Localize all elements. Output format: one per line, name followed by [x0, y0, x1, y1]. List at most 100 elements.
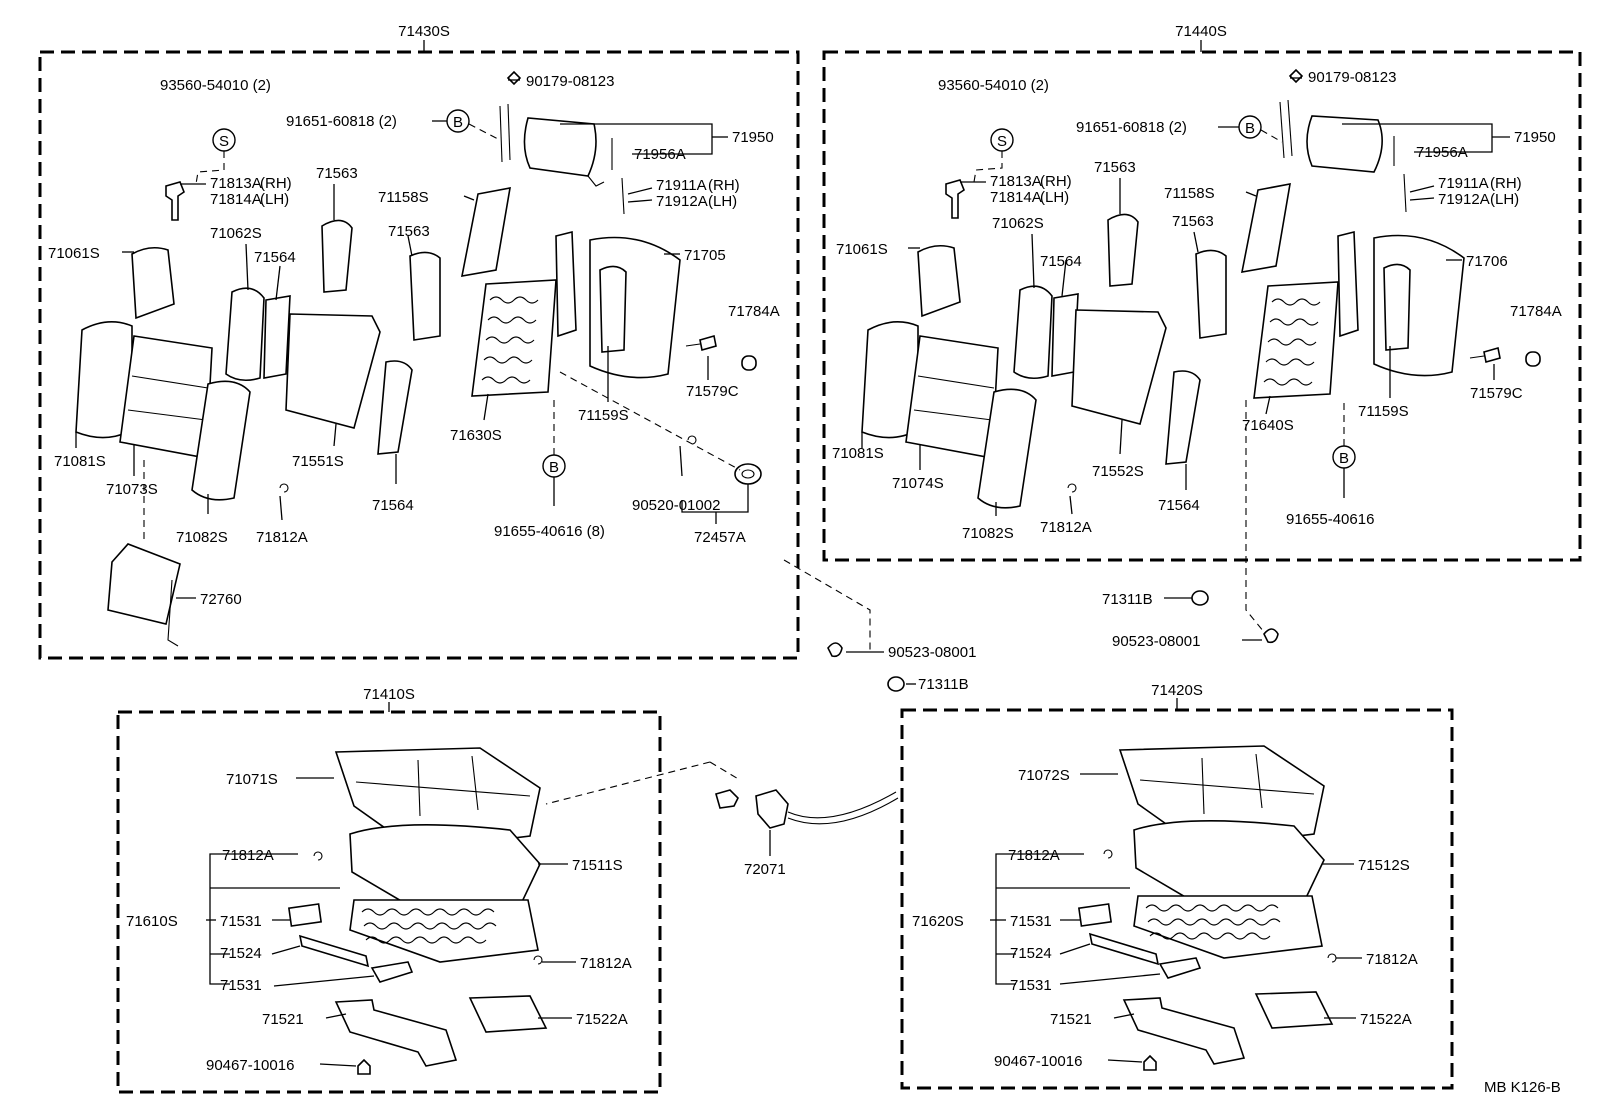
part-71522A [468, 995, 548, 1033]
part-71531-b [370, 961, 414, 983]
part-71521 [334, 999, 458, 1067]
part-90523-l [827, 642, 843, 658]
part-71074S-r [905, 335, 999, 459]
group-71420S-label: 71420S [1151, 682, 1203, 699]
s-marker-text-r: S [997, 133, 1007, 150]
label-71912A-r: 71912A [1438, 191, 1490, 208]
label-71912A-lh-r: (LH) [1490, 191, 1519, 208]
part-90523-r [1263, 628, 1279, 644]
part-71551S [285, 313, 381, 429]
label-71564-b-r: 71564 [1158, 497, 1200, 514]
label-71081S: 71081S [54, 453, 106, 470]
label-72071: 72071 [744, 861, 786, 878]
label-71812A-b: 71812A [580, 955, 632, 972]
diagram-code: MB K126-B [1484, 1079, 1561, 1096]
part-71812A-a [313, 851, 323, 861]
label-90467-10016: 90467-10016 [206, 1057, 294, 1074]
label-71564-a: 71564 [254, 249, 296, 266]
label-71814A: 71814A [210, 191, 262, 208]
label-71082S: 71082S [176, 529, 228, 546]
label-90520-01002: 90520-01002 [632, 497, 720, 514]
label-71061S-r: 71061S [836, 241, 888, 258]
label-71950-r: 71950 [1514, 129, 1556, 146]
label-71073S: 71073S [106, 481, 158, 498]
part-71061S-r [917, 244, 961, 318]
part-71531-a-r [1077, 903, 1113, 927]
label-71062S-r: 71062S [992, 215, 1044, 232]
label-71814A-lh: (LH) [260, 191, 289, 208]
label-71072S: 71072S [1018, 767, 1070, 784]
part-71311B-l [887, 676, 905, 692]
part-71563-b [409, 251, 441, 341]
label-71956A: 71956A [634, 146, 686, 163]
middle-fasteners: 71311B 90523-08001 90523-08001 71311B 72… [545, 559, 1279, 878]
part-71564-b-r [1165, 370, 1201, 465]
part-71082S-r [977, 388, 1037, 509]
label-71812A-b-r: 71812A [1366, 951, 1418, 968]
b-marker-1-text: B [453, 114, 463, 131]
label-71563-b-r: 71563 [1172, 213, 1214, 230]
group-71430S-box [38, 50, 800, 660]
label-71564-a-r: 71564 [1040, 253, 1082, 270]
part-71784A-r [1525, 351, 1541, 367]
label-71814A-r: 71814A [990, 189, 1042, 206]
part-71521-r [1122, 997, 1246, 1065]
b-marker-2-r-text: B [1339, 450, 1349, 467]
label-71311B-l: 71311B [918, 676, 969, 693]
part-72760 [107, 543, 181, 625]
part-71311B-r [1191, 590, 1209, 606]
part-71620S-frame [1133, 895, 1323, 959]
label-71579C: 71579C [686, 383, 739, 400]
label-71531-b-r: 71531 [1010, 977, 1052, 994]
label-91651-60818: 91651-60818 (2) [286, 113, 397, 130]
part-71812A-a-r [1103, 849, 1113, 859]
label-91655-40616: 91655-40616 (8) [494, 523, 605, 540]
group-71430S-label: 71430S [398, 23, 450, 40]
label-71522A: 71522A [576, 1011, 628, 1028]
b-marker-1-r-text: B [1245, 120, 1255, 137]
group-71410S-label: 71410S [363, 686, 415, 703]
label-91651-60818-r: 91651-60818 (2) [1076, 119, 1187, 136]
label-71062S: 71062S [210, 225, 262, 242]
part-71512S [1133, 820, 1325, 909]
label-71813A-rh-r: (RH) [1040, 173, 1072, 190]
part-72457A [734, 463, 762, 485]
label-71911A-rh-r: (RH) [1490, 175, 1522, 192]
label-71911A-rh: (RH) [708, 177, 740, 194]
part-71579C [699, 334, 717, 352]
label-71522A-r: 71522A [1360, 1011, 1412, 1028]
label-71812A-a-r: 71812A [1008, 847, 1060, 864]
upper-right-assembly: S B B [832, 68, 1562, 633]
part-71812A-b-r [1327, 953, 1337, 963]
label-71061S: 71061S [48, 245, 100, 262]
label-71524-r: 71524 [1010, 945, 1052, 962]
part-71061S [131, 246, 175, 320]
part-71784A [741, 355, 757, 371]
part-71531-a [287, 903, 323, 927]
label-71912A-lh: (LH) [708, 193, 737, 210]
label-71564-b: 71564 [372, 497, 414, 514]
group-71440S-label: 71440S [1175, 23, 1227, 40]
label-71563-b: 71563 [388, 223, 430, 240]
frame-71640S [1240, 183, 1359, 399]
label-93560-54010: 93560-54010 (2) [160, 77, 271, 94]
part-71563-a [321, 219, 353, 293]
s-marker-text: S [219, 133, 229, 150]
part-72071-cable [715, 789, 899, 829]
label-93560-54010-r: 93560-54010 (2) [938, 77, 1049, 94]
label-71813A-r: 71813A [990, 173, 1042, 190]
label-71311B-r: 71311B [1102, 591, 1153, 608]
part-71522A-r [1254, 991, 1334, 1029]
label-71159S-r: 71159S [1358, 403, 1409, 420]
part-71071S [334, 747, 541, 851]
part-71812A-b [533, 955, 543, 965]
part-71062S [225, 287, 265, 382]
label-71552S-r: 71552S [1092, 463, 1144, 480]
b-marker-2-text: B [549, 459, 559, 476]
label-71521-r: 71521 [1050, 1011, 1092, 1028]
label-71563-a-r: 71563 [1094, 159, 1136, 176]
label-71531-a-r: 71531 [1010, 913, 1052, 930]
label-71956A-r: 71956A [1416, 144, 1468, 161]
label-71531-b: 71531 [220, 977, 262, 994]
